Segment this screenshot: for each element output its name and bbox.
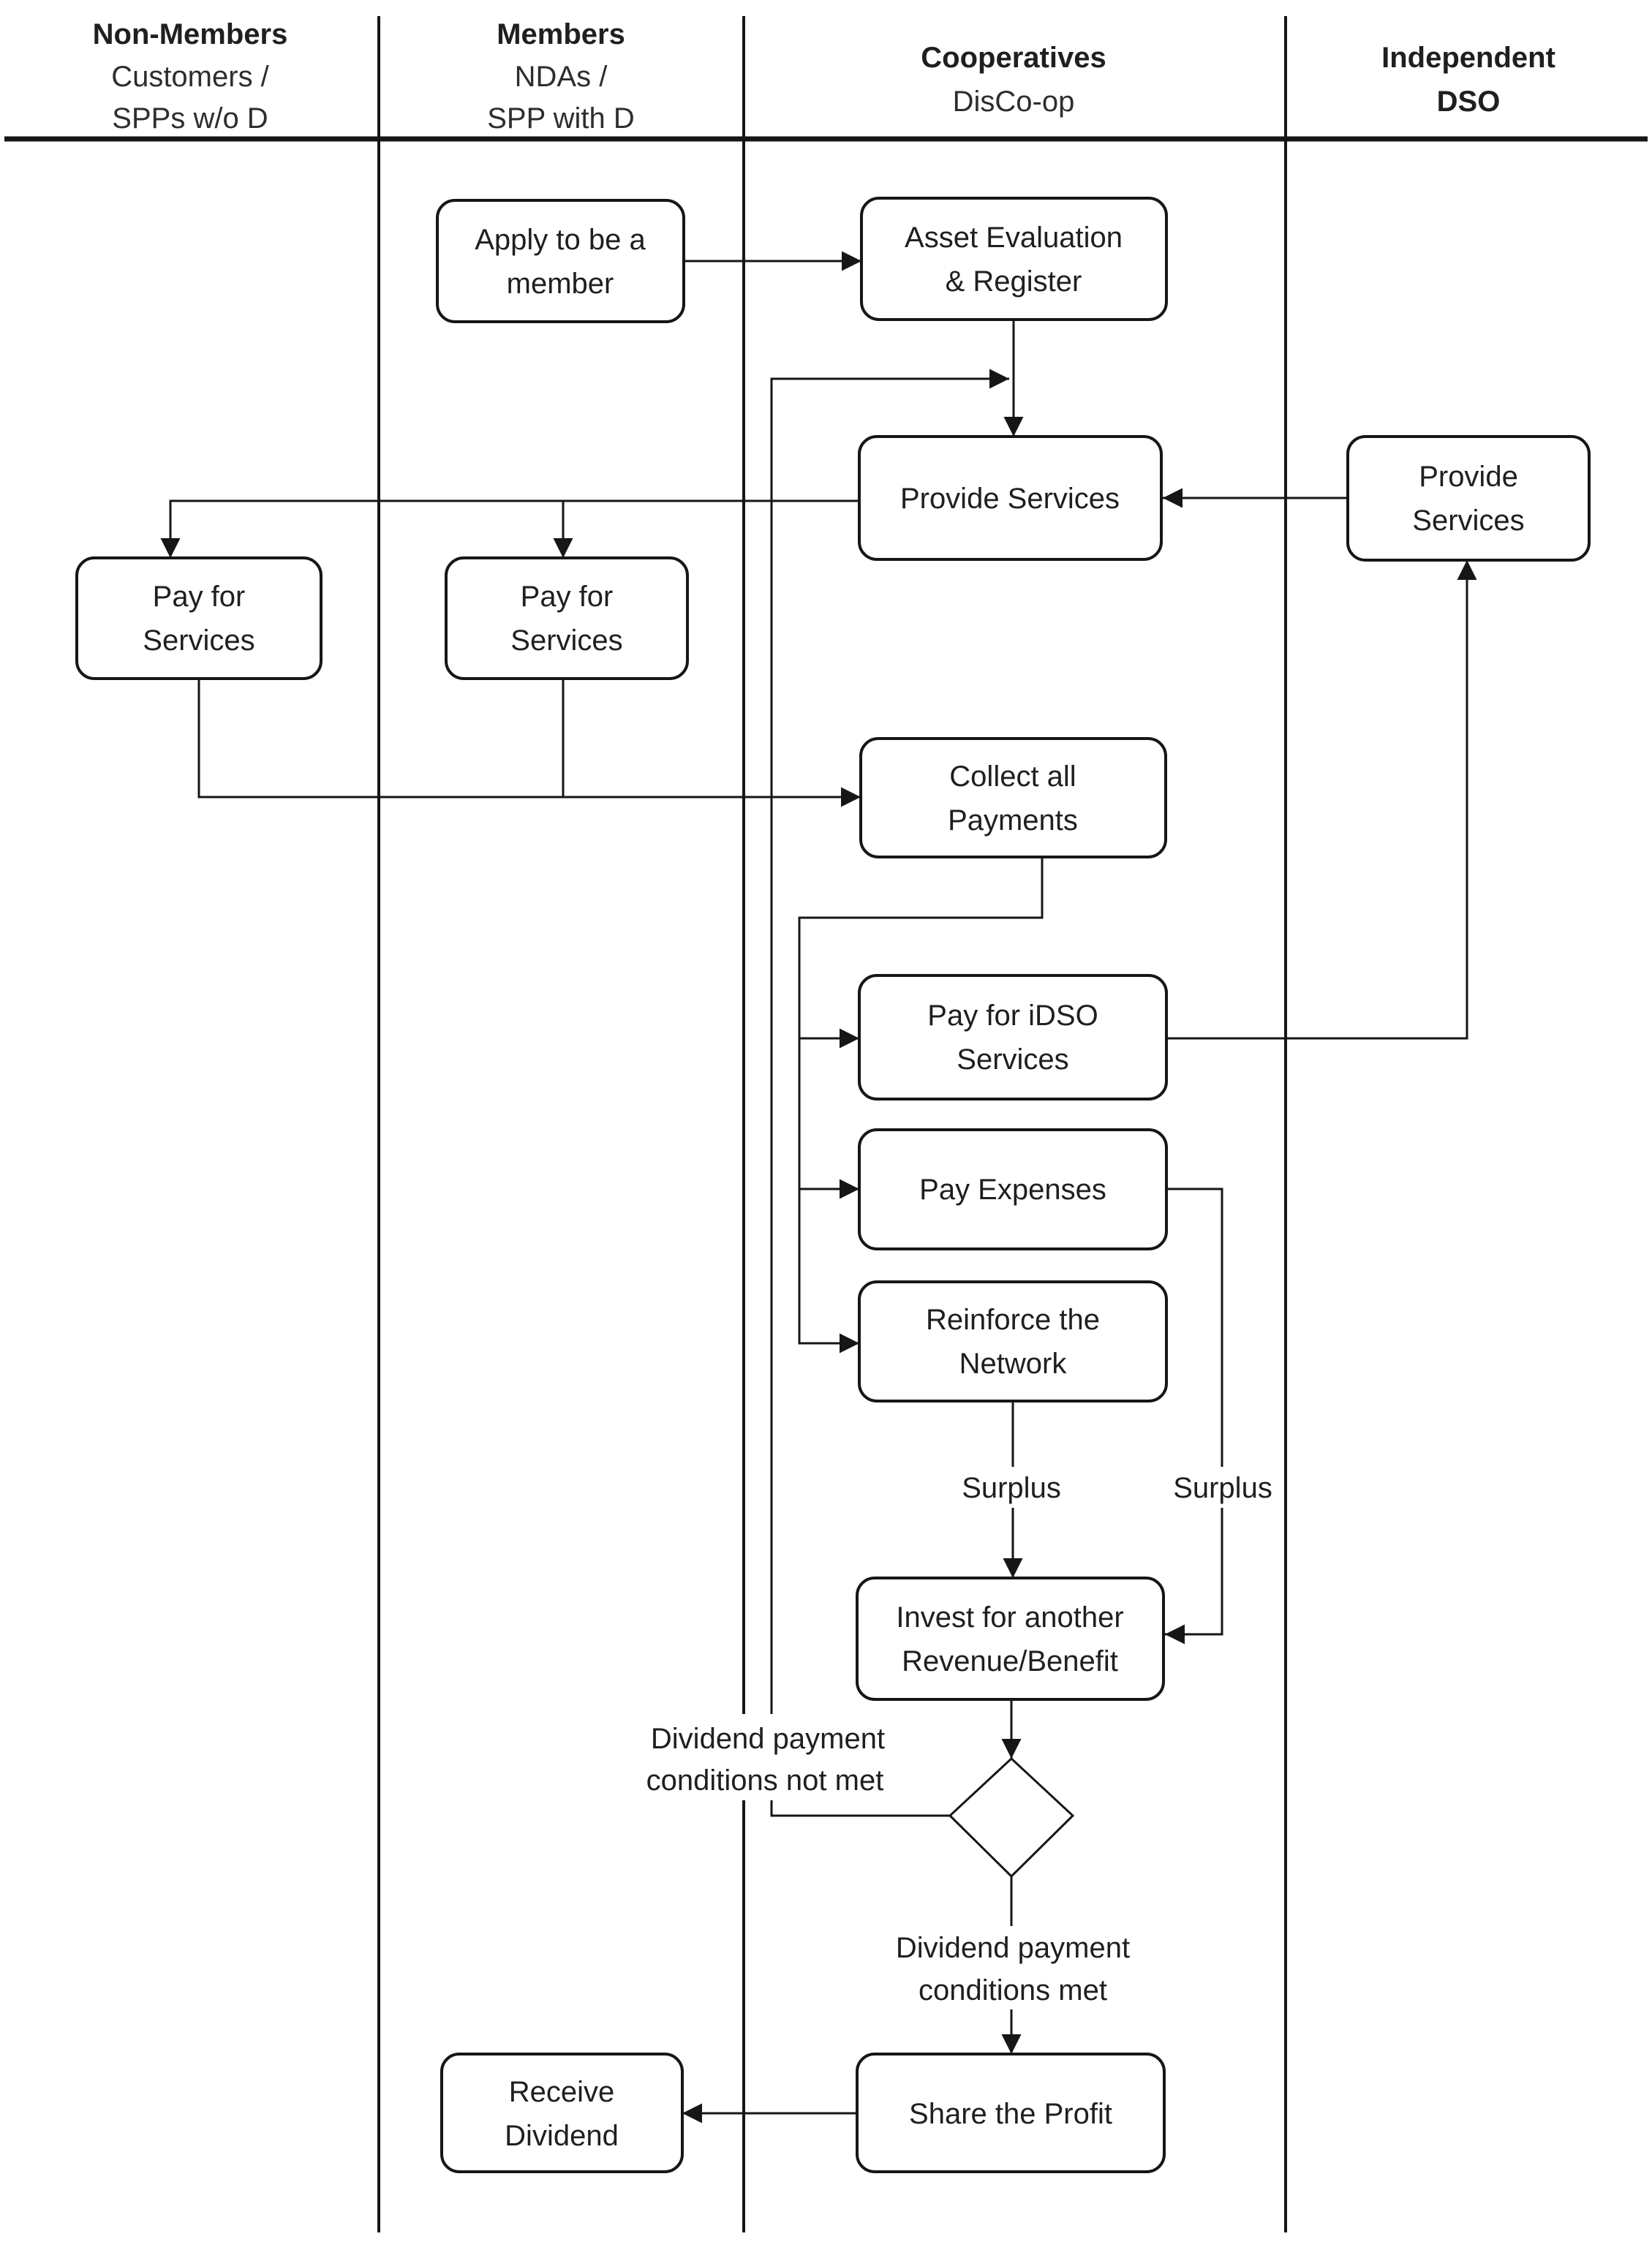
node-asset-evaluation-line1: Asset Evaluation [905, 222, 1123, 254]
node-receive-dividend-box [440, 2053, 684, 2173]
node-apply-member: Apply to be a member [436, 199, 685, 323]
node-invest-revenue-box [856, 1577, 1165, 1701]
lane-header-independent-dso-sub1: DSO [1437, 86, 1501, 118]
lane-header-members-sub1: NDAs / [515, 61, 608, 93]
label-decision-not-met-bg [625, 1714, 912, 1800]
node-provide-services-dso: Provide Services [1346, 435, 1591, 562]
node-collect-payments-line2: Payments [948, 804, 1078, 837]
node-provide-services-coop-line1: Provide Services [900, 483, 1120, 515]
node-pay-idso-line2: Services [957, 1043, 1068, 1076]
lane-header-cooperatives-title: Cooperatives [921, 42, 1106, 74]
node-asset-evaluation: Asset Evaluation & Register [860, 197, 1168, 321]
lane-header-non-members-sub2: SPPs w/o D [112, 102, 268, 135]
label-decision-not-met: Dividend payment conditions not met [625, 1714, 912, 1800]
node-pay-for-services-nonmembers-box [75, 556, 323, 680]
edge-pay-to-collect [197, 679, 861, 807]
label-decision-met-line1: Dividend payment [896, 1932, 1130, 1964]
edge-expenses-surplus-to-invest [1165, 1188, 1223, 1645]
node-provide-services-coop: Provide Services [858, 435, 1163, 561]
node-asset-evaluation-line2: & Register [946, 265, 1082, 298]
lane-header-cooperatives: Cooperatives DisCo-op [921, 42, 1106, 118]
node-provide-services-coop-box [858, 435, 1163, 561]
edge-collect-to-reinforce [798, 857, 1044, 1354]
lane-header-members-sub2: SPP with D [487, 102, 635, 135]
label-surplus-center: Surplus [951, 1467, 1072, 1508]
dividend-decision-diamond [948, 1756, 1075, 1879]
node-collect-payments-box [859, 737, 1167, 858]
node-share-profit-box [856, 2053, 1166, 2173]
label-surplus-center-text: Surplus [962, 1472, 1061, 1504]
edge-payidso-to-dso [1166, 560, 1477, 1040]
label-surplus-right-text: Surplus [1173, 1472, 1272, 1504]
lane-header-members: Members NDAs / SPP with D [487, 18, 635, 135]
node-pay-members-line1: Pay for [521, 581, 614, 613]
lane-header-independent-dso-title: Independent [1381, 42, 1555, 74]
node-reinforce-network-box [858, 1280, 1168, 1403]
node-provide-services-dso-line2: Services [1412, 505, 1524, 537]
node-pay-for-services-members: Pay for Services [445, 556, 689, 680]
lane-header-non-members: Non-Members Customers / SPPs w/o D [93, 18, 288, 135]
node-apply-member-box [436, 199, 685, 323]
label-surplus-center-bg [951, 1467, 1072, 1508]
label-surplus-right: Surplus [1166, 1467, 1281, 1508]
node-pay-idso-services-box [858, 974, 1168, 1101]
node-provide-services-dso-line1: Provide [1419, 461, 1518, 493]
node-collect-payments: Collect all Payments [859, 737, 1167, 858]
node-receive-dividend: Receive Dividend [440, 2053, 684, 2173]
label-surplus-right-bg [1166, 1467, 1281, 1508]
node-asset-evaluation-box [860, 197, 1168, 321]
label-decision-met-bg [872, 1926, 1154, 2009]
node-pay-for-services-members-box [445, 556, 689, 680]
node-invest-revenue: Invest for another Revenue/Benefit [856, 1577, 1165, 1701]
node-pay-nonmembers-line1: Pay for [153, 581, 246, 613]
label-decision-not-met-line2: conditions not met [646, 1764, 884, 1797]
node-invest-line2: Revenue/Benefit [902, 1645, 1118, 1677]
node-pay-idso-line1: Pay for iDSO [927, 1000, 1098, 1032]
node-collect-payments-line1: Collect all [949, 760, 1076, 793]
node-receive-dividend-line2: Dividend [505, 2120, 619, 2152]
node-receive-dividend-line1: Receive [509, 2076, 615, 2108]
edge-decision-no-feedback [770, 369, 1009, 1817]
label-decision-met: Dividend payment conditions met [872, 1926, 1154, 2009]
lane-header-non-members-sub1: Customers / [111, 61, 269, 93]
node-apply-member-line2: member [507, 268, 614, 300]
node-share-profit: Share the Profit [856, 2053, 1166, 2173]
label-decision-not-met-line1: Dividend payment [651, 1723, 885, 1755]
node-pay-members-line2: Services [510, 624, 622, 657]
node-reinforce-network: Reinforce the Network [858, 1280, 1168, 1403]
node-pay-expenses-line1: Pay Expenses [919, 1174, 1106, 1206]
lane-header-non-members-title: Non-Members [93, 18, 288, 50]
node-pay-nonmembers-line2: Services [143, 624, 254, 657]
node-pay-idso-services: Pay for iDSO Services [858, 974, 1168, 1101]
node-invest-line1: Invest for another [896, 1601, 1123, 1634]
edge-provide-to-pay-nonmembers [160, 499, 859, 558]
node-pay-for-services-nonmembers: Pay for Services [75, 556, 323, 680]
lane-header-members-title: Members [497, 18, 625, 50]
lane-header-independent-dso: Independent DSO [1381, 42, 1555, 118]
node-share-profit-line1: Share the Profit [909, 2098, 1112, 2130]
node-reinforce-line1: Reinforce the [926, 1304, 1100, 1336]
node-pay-expenses: Pay Expenses [858, 1128, 1168, 1250]
node-pay-expenses-box [858, 1128, 1168, 1250]
node-provide-services-dso-box [1346, 435, 1591, 562]
node-apply-member-line1: Apply to be a [475, 224, 646, 256]
lane-header-cooperatives-sub1: DisCo-op [953, 86, 1075, 118]
node-reinforce-line2: Network [959, 1348, 1068, 1380]
label-decision-met-line2: conditions met [919, 1974, 1107, 2006]
